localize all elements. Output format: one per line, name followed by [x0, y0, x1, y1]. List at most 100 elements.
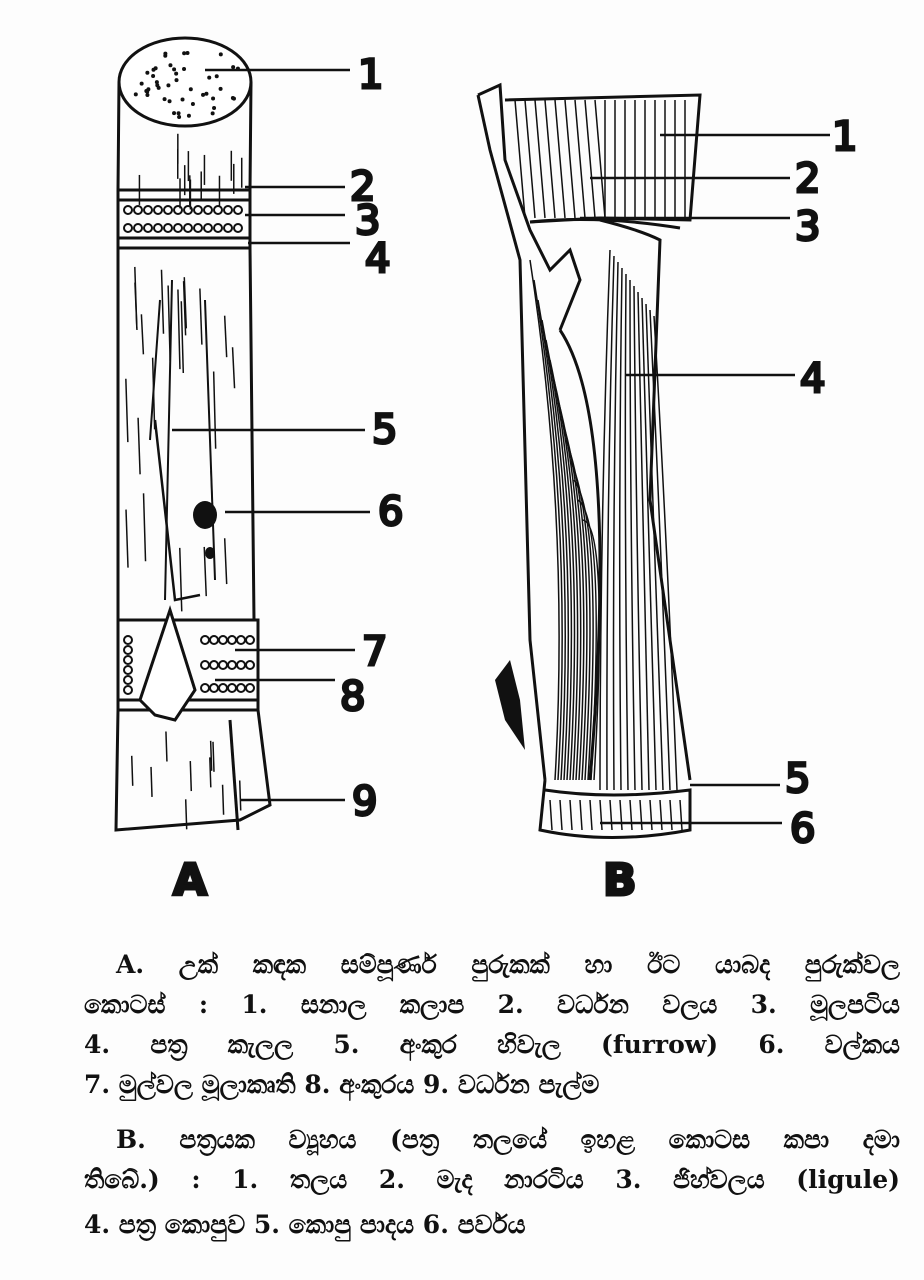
vascular-dot — [204, 91, 209, 96]
vascular-dot — [168, 63, 173, 68]
texture-mark — [569, 459, 591, 781]
texture-mark — [679, 799, 683, 831]
vascular-dot — [212, 106, 217, 111]
root-primordium — [123, 675, 133, 685]
texture-mark — [177, 289, 181, 370]
vascular-dot — [211, 96, 216, 101]
label-b-3: 3 — [795, 204, 820, 250]
root-primordium — [213, 223, 223, 233]
label-b-6: 6 — [790, 806, 815, 852]
texture-mark — [606, 255, 615, 791]
root-primordium — [223, 223, 233, 233]
texture-mark — [633, 285, 643, 791]
texture-mark — [238, 780, 242, 811]
caption-b-line-3: 4. පත්‍ර කොපුව 5. කොපු පාදය 6. පර්වය — [84, 1210, 526, 1239]
texture-mark — [545, 339, 573, 781]
root-primordium — [245, 660, 255, 670]
vascular-dot — [210, 111, 215, 116]
root-primordium — [143, 223, 153, 233]
texture-mark — [150, 766, 153, 797]
texture-mark — [184, 799, 188, 830]
texture-mark — [534, 99, 546, 219]
root-primordium — [123, 685, 133, 695]
root-primordium — [233, 223, 243, 233]
label-a-4: 4 — [365, 236, 390, 282]
texture-mark — [212, 371, 217, 449]
root-primordium — [213, 205, 223, 215]
texture-mark — [565, 439, 588, 781]
root-primordium — [123, 635, 133, 645]
texture-mark — [574, 99, 586, 219]
root-primordium — [173, 205, 183, 215]
texture-mark — [167, 285, 171, 361]
texture-mark — [549, 799, 553, 831]
stem-a-drawing — [114, 36, 272, 832]
root-primordium — [209, 660, 219, 670]
vascular-dot — [145, 93, 150, 98]
vascular-dot — [172, 67, 177, 72]
vascular-dot — [174, 71, 179, 76]
texture-mark — [649, 799, 653, 831]
label-a-6: 6 — [378, 489, 403, 535]
caption-a-line-2: කොටස් : 1. සනාල කලාප 2. වර්ධන වලය 3. මූල… — [84, 990, 900, 1019]
texture-mark — [629, 279, 636, 791]
root-primordium — [183, 223, 193, 233]
label-b-5: 5 — [785, 756, 810, 802]
vascular-dot — [172, 111, 177, 116]
vascular-dot — [218, 52, 223, 57]
texture-mark — [231, 347, 236, 389]
root-primordium — [163, 205, 173, 215]
root-primordium — [173, 223, 183, 233]
caption-b-line-2: තිබේ.) : 1. තලය 2. මැද නාරටිය 3. ජිහ්වලය… — [84, 1165, 900, 1194]
texture-mark — [537, 299, 566, 781]
vascular-dot — [174, 78, 179, 83]
texture-mark — [573, 479, 594, 781]
root-primordium — [227, 635, 237, 645]
leaf-b-drawing — [476, 82, 702, 839]
root-primordium — [236, 660, 246, 670]
texture-mark — [639, 799, 643, 831]
label-a-9: 9 — [352, 779, 377, 825]
root-primordium — [200, 683, 210, 693]
texture-mark — [529, 259, 560, 781]
panel-a-letter: A — [173, 855, 207, 906]
texture-mark — [618, 267, 623, 791]
texture-mark — [125, 509, 129, 568]
root-primordium — [209, 635, 219, 645]
root-primordium — [123, 223, 133, 233]
texture-mark — [179, 547, 183, 612]
leader-lines-a — [172, 68, 370, 802]
root-primordium — [236, 635, 246, 645]
texture-mark — [223, 538, 228, 585]
root-primordium — [218, 635, 228, 645]
label-a-8: 8 — [340, 674, 365, 720]
vascular-dot — [162, 97, 167, 102]
vascular-dot — [145, 70, 150, 75]
vascular-dot — [133, 92, 138, 97]
texture-mark — [134, 282, 138, 331]
vascular-dot — [163, 51, 168, 56]
texture-mark — [137, 417, 141, 475]
root-primordium — [245, 635, 255, 645]
texture-mark — [612, 261, 619, 791]
texture-mark — [599, 799, 603, 831]
root-primordium — [183, 205, 193, 215]
label-b-2: 2 — [795, 156, 820, 202]
caption-a-line-4: 7. මුල්වල මූලාකෘති 8. අංකුරය 9. වර්ධන පැ… — [84, 1070, 600, 1099]
vascular-dot — [231, 96, 236, 101]
root-primordium — [123, 655, 133, 665]
label-a-7: 7 — [362, 629, 387, 675]
texture-mark — [165, 731, 168, 762]
vascular-dot — [139, 81, 144, 86]
texture-mark — [599, 249, 611, 791]
root-primordium — [123, 645, 133, 655]
root-primordium — [218, 683, 228, 693]
vascular-dot — [176, 111, 181, 116]
texture-mark — [549, 359, 576, 781]
root-primordium — [227, 660, 237, 670]
texture-mark — [203, 546, 207, 597]
vascular-dot — [154, 80, 159, 85]
texture-mark — [554, 99, 566, 219]
texture-mark — [180, 301, 185, 374]
sugarcane-diagram: 1 2 3 4 5 6 7 8 9 A 1 2 3 4 5 6 B — [114, 36, 859, 908]
